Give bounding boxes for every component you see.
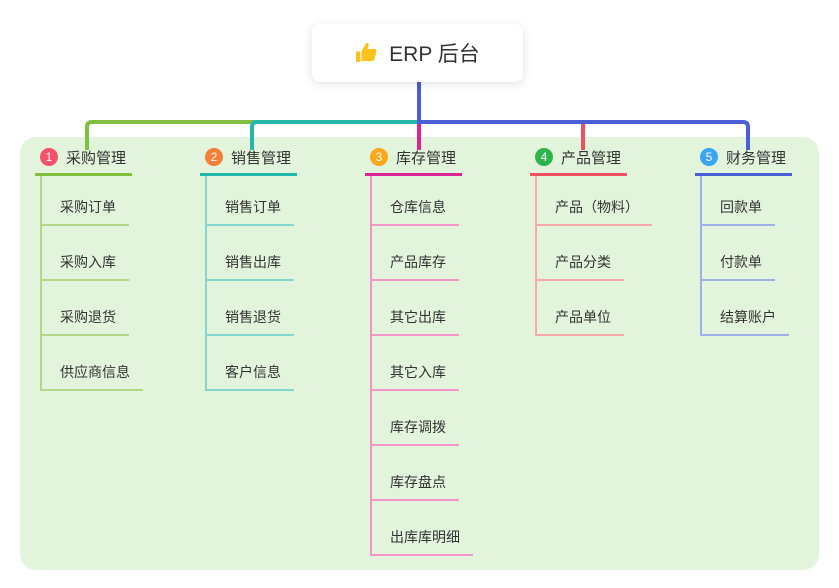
node-stock-count[interactable]: 库存盘点 bbox=[372, 446, 459, 501]
node-settlement-account[interactable]: 结算账户 bbox=[702, 281, 789, 336]
branch-purchase-header[interactable]: 1 采购管理 bbox=[35, 147, 133, 176]
branch-label: 采购管理 bbox=[66, 149, 127, 167]
branch-number-badge: 1 bbox=[40, 148, 58, 166]
branch-sales: 2 销售管理 销售订单 销售出库 销售退货 客户信息 bbox=[200, 147, 298, 391]
node-purchase-inbound[interactable]: 采购入库 bbox=[42, 226, 129, 281]
branches-panel bbox=[20, 137, 819, 570]
branch-number-badge: 3 bbox=[370, 148, 388, 166]
branch-sales-items: 销售订单 销售出库 销售退货 客户信息 bbox=[205, 176, 294, 391]
node-warehouse-info[interactable]: 仓库信息 bbox=[372, 176, 459, 226]
branch-product: 4 产品管理 产品（物料） 产品分类 产品单位 bbox=[530, 147, 652, 336]
branch-inventory-items: 仓库信息 产品库存 其它出库 其它入库 库存调拨 库存盘点 出库库明细 bbox=[370, 176, 473, 556]
node-product-material[interactable]: 产品（物料） bbox=[537, 176, 652, 226]
node-sales-outbound[interactable]: 销售出库 bbox=[207, 226, 294, 281]
node-product-category[interactable]: 产品分类 bbox=[537, 226, 624, 281]
node-purchase-order[interactable]: 采购订单 bbox=[42, 176, 129, 226]
root-node[interactable]: ERP 后台 bbox=[312, 24, 523, 82]
branch-label: 库存管理 bbox=[396, 149, 457, 167]
branch-number-badge: 4 bbox=[535, 148, 553, 166]
node-product-stock[interactable]: 产品库存 bbox=[372, 226, 459, 281]
branch-finance-header[interactable]: 5 财务管理 bbox=[695, 147, 793, 176]
branch-label: 财务管理 bbox=[726, 149, 787, 167]
branch-inventory-header[interactable]: 3 库存管理 bbox=[365, 147, 463, 176]
branch-product-header[interactable]: 4 产品管理 bbox=[530, 147, 628, 176]
branch-sales-header[interactable]: 2 销售管理 bbox=[200, 147, 298, 176]
node-supplier-info[interactable]: 供应商信息 bbox=[42, 336, 143, 391]
branch-inventory: 3 库存管理 仓库信息 产品库存 其它出库 其它入库 库存调拨 库存盘点 出库库… bbox=[365, 147, 473, 556]
node-outbound-detail[interactable]: 出库库明细 bbox=[372, 501, 473, 556]
node-payment-voucher[interactable]: 付款单 bbox=[702, 226, 775, 281]
branch-finance: 5 财务管理 回款单 付款单 结算账户 bbox=[695, 147, 793, 336]
branch-number-badge: 5 bbox=[700, 148, 718, 166]
node-sales-order[interactable]: 销售订单 bbox=[207, 176, 294, 226]
node-purchase-return[interactable]: 采购退货 bbox=[42, 281, 129, 336]
branch-purchase: 1 采购管理 采购订单 采购入库 采购退货 供应商信息 bbox=[35, 147, 143, 391]
node-stock-transfer[interactable]: 库存调拨 bbox=[372, 391, 459, 446]
node-customer-info[interactable]: 客户信息 bbox=[207, 336, 294, 391]
branch-number-badge: 2 bbox=[205, 148, 223, 166]
branch-label: 销售管理 bbox=[231, 149, 292, 167]
branch-product-items: 产品（物料） 产品分类 产品单位 bbox=[535, 176, 652, 336]
branch-label: 产品管理 bbox=[561, 149, 622, 167]
branch-finance-items: 回款单 付款单 结算账户 bbox=[700, 176, 789, 336]
node-receipt-voucher[interactable]: 回款单 bbox=[702, 176, 775, 226]
node-other-inbound[interactable]: 其它入库 bbox=[372, 336, 459, 391]
root-title: ERP 后台 bbox=[389, 43, 480, 66]
node-product-unit[interactable]: 产品单位 bbox=[537, 281, 624, 336]
node-other-outbound[interactable]: 其它出库 bbox=[372, 281, 459, 336]
thumbs-up-icon bbox=[356, 43, 377, 62]
node-sales-return[interactable]: 销售退货 bbox=[207, 281, 294, 336]
branch-purchase-items: 采购订单 采购入库 采购退货 供应商信息 bbox=[40, 176, 143, 391]
